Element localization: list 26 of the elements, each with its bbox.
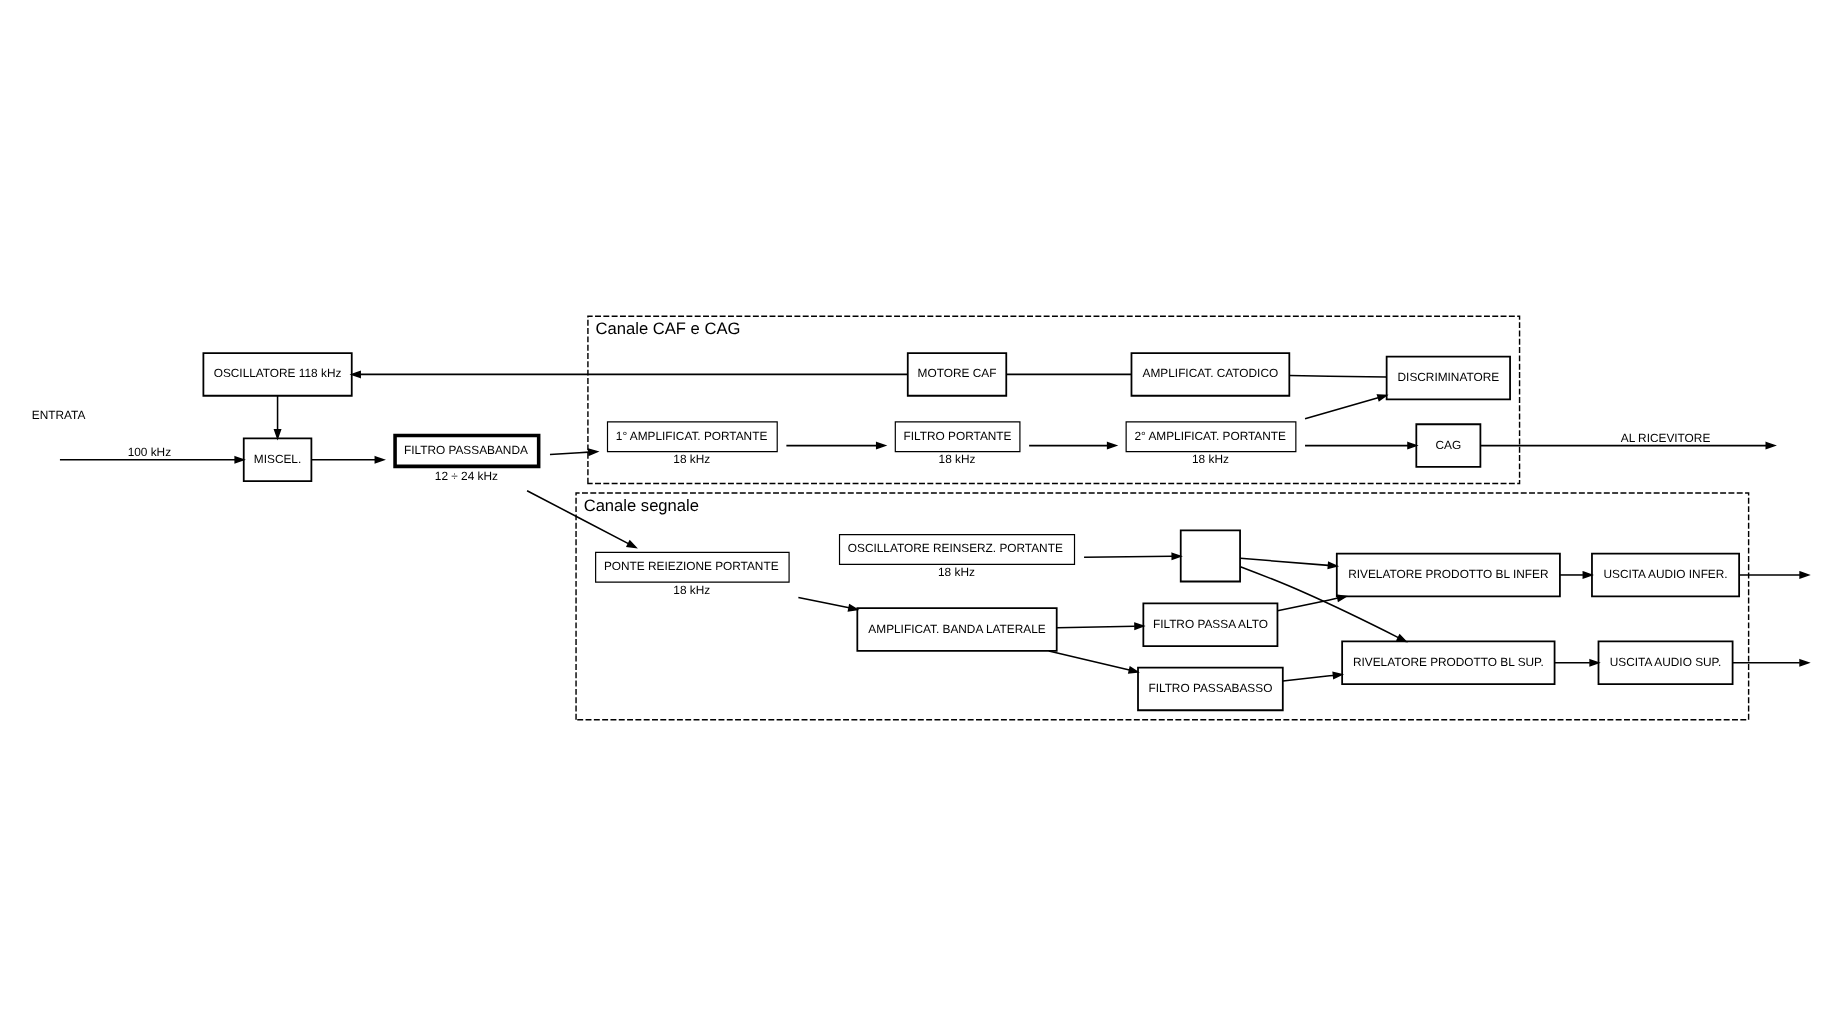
arrow <box>1083 551 1183 560</box>
arrow <box>1479 440 1777 449</box>
arrow <box>526 488 638 548</box>
arrow <box>1276 593 1349 611</box>
arrow <box>1239 556 1340 569</box>
arrow <box>311 454 386 463</box>
connector <box>1288 373 1388 377</box>
arrow <box>1048 649 1140 673</box>
arrow <box>1282 670 1345 681</box>
node-box <box>1179 528 1241 582</box>
arrow <box>785 440 888 449</box>
arrow <box>797 595 860 611</box>
arrow <box>1553 657 1601 666</box>
arrow <box>349 369 909 378</box>
arrow <box>1731 657 1811 666</box>
arrow <box>1028 440 1119 449</box>
arrow <box>273 394 282 440</box>
connector <box>1005 372 1133 375</box>
arrow <box>549 447 600 456</box>
arrow <box>1738 569 1811 578</box>
arrow <box>1304 440 1419 449</box>
arrow <box>1559 569 1594 578</box>
arrow <box>59 454 246 463</box>
arrow <box>1239 564 1408 642</box>
arrow <box>1304 393 1389 419</box>
arrow <box>1056 621 1146 630</box>
